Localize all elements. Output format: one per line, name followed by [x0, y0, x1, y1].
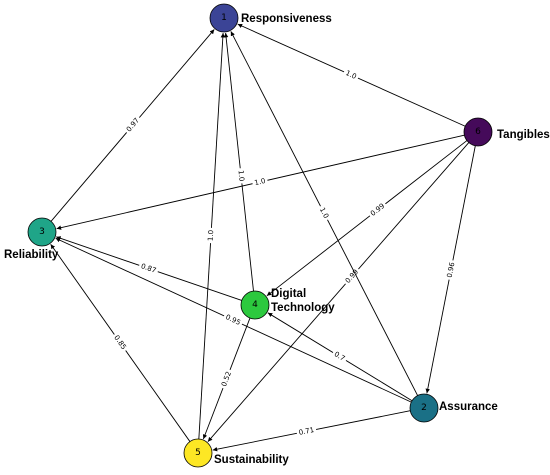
edge-label-bg [330, 348, 349, 365]
node-circle [209, 3, 239, 33]
node-circle [240, 290, 270, 320]
node-label: Assurance [439, 401, 498, 413]
node-label: Technology [271, 302, 335, 314]
edge-label-bg [123, 114, 143, 136]
edge-label-bg [367, 200, 389, 220]
node-label: Tangibles [497, 129, 550, 141]
node-label: Responsiveness [241, 13, 332, 25]
node-circle [409, 393, 439, 423]
node-number: 5 [195, 448, 201, 458]
node-6: 6 Tangibles [463, 117, 550, 147]
edge-weight-label: 1.0 [236, 170, 245, 182]
edge-weight-label: 1.0 [254, 177, 267, 187]
edge-4-to-1 [223, 32, 254, 292]
node-2: 2 Assurance [409, 393, 498, 423]
edge-weight-label: 1.0 [207, 230, 216, 242]
node-label: Sustainability [214, 454, 289, 466]
node-circle [27, 217, 57, 247]
edge-label-bg [206, 227, 216, 244]
node-number: 1 [221, 13, 227, 23]
edge-label-bg [342, 266, 362, 287]
node-number: 3 [39, 227, 45, 237]
edge-weight-label: 0.96 [446, 261, 457, 278]
edge-6-to-5 [207, 142, 470, 442]
edge-label-bg [342, 67, 360, 83]
edge-label-bg [137, 261, 160, 276]
edge-label-bg [218, 368, 235, 390]
node-number: 4 [252, 300, 258, 310]
edge-weight-label: 1.0 [344, 69, 357, 81]
node-1: 1 Responsiveness [209, 3, 332, 33]
edge-label-bg [251, 175, 269, 189]
node-number: 6 [475, 127, 481, 137]
edge-label-bg [295, 425, 317, 438]
edge-label-bg [110, 331, 130, 354]
node-label: Reliability [4, 249, 59, 261]
node-circle [183, 438, 213, 468]
node-number: 2 [421, 403, 427, 413]
edge-weight-label: 0.71 [298, 426, 315, 437]
edge-label-bg [222, 311, 244, 329]
node-label: Digital [271, 288, 306, 300]
edge-label-bg [444, 259, 458, 281]
edge-label-bg [235, 167, 247, 184]
node-circle [463, 117, 493, 147]
edge-label-bg [316, 204, 332, 222]
edge-6-to-4 [266, 140, 468, 297]
